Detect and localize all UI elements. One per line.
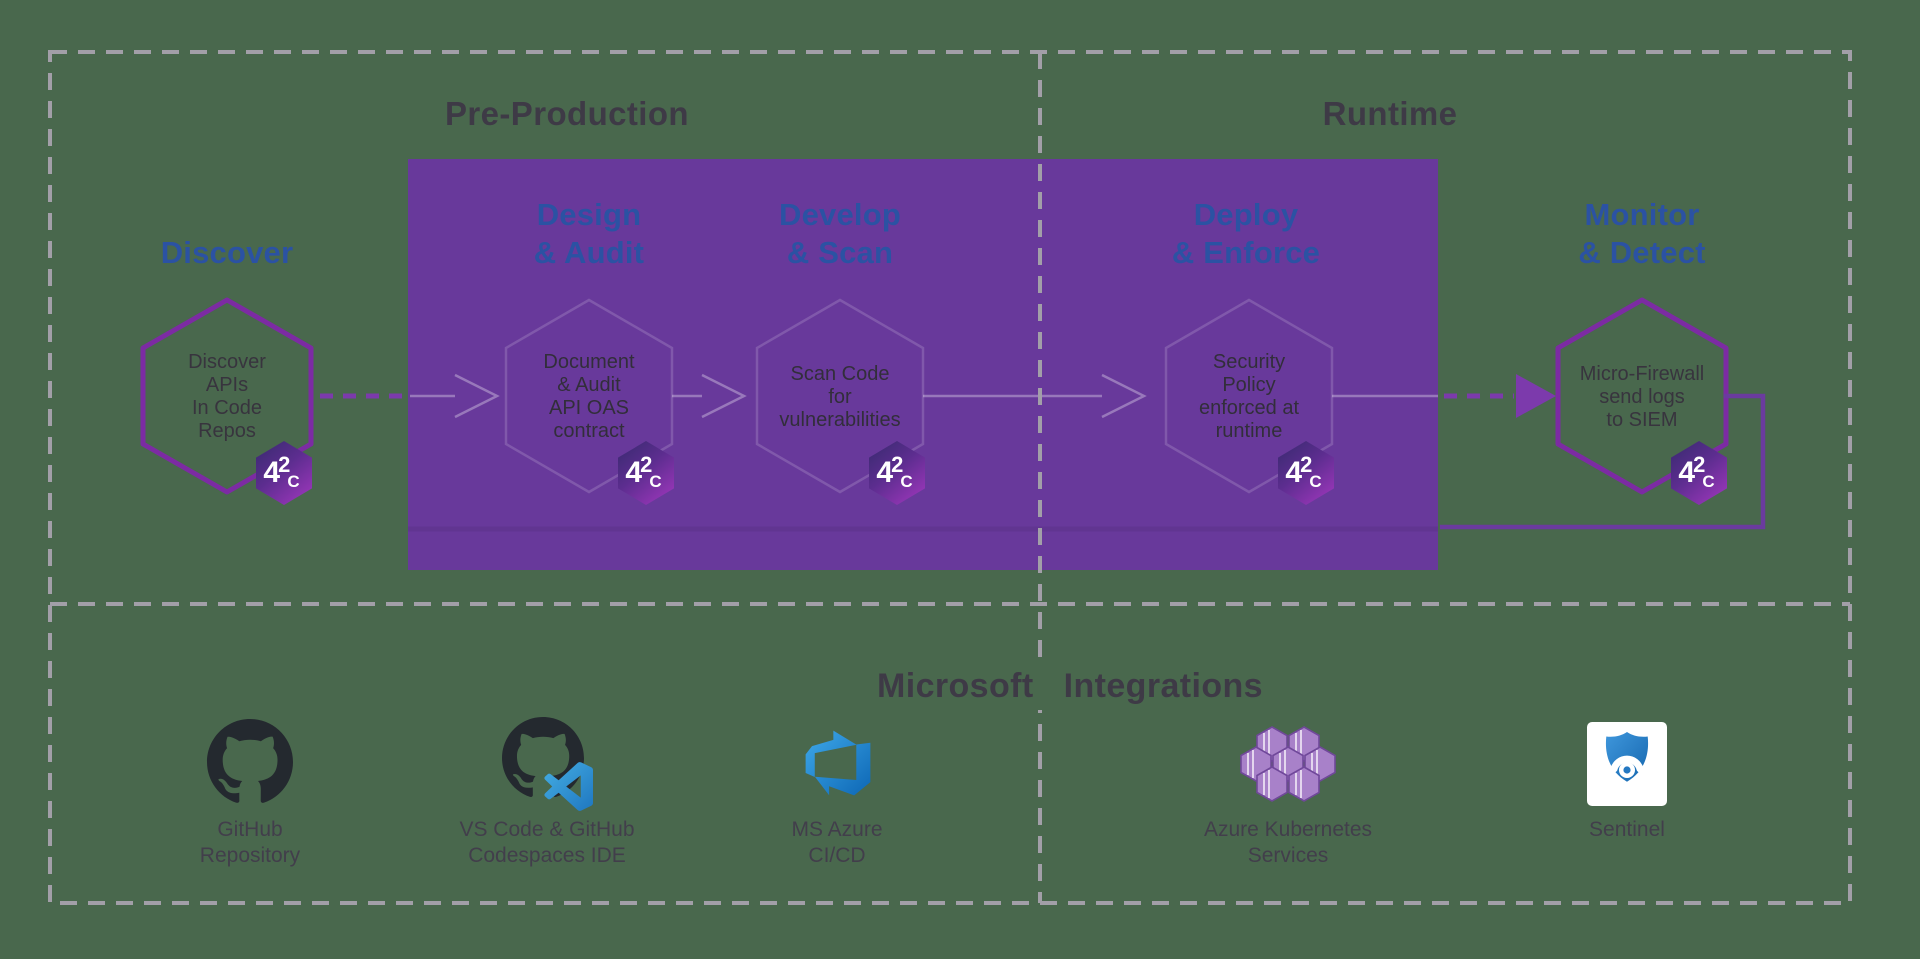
label-line: MS Azure	[791, 818, 883, 841]
phase-title-runtime: Runtime	[1322, 95, 1458, 132]
label-line: Repository	[199, 844, 301, 867]
hexagon-text-scan-code: Scan Code for vulnerabilities	[752, 336, 928, 458]
stage-title-discover: Discover	[77, 194, 377, 272]
badge-char: 2	[278, 452, 291, 477]
badge-char: 2	[1300, 452, 1313, 477]
badge-char: 4	[625, 456, 643, 489]
hex-text-line: contract	[553, 420, 625, 442]
hexagon-text-security-policy: Security Policy enforced at runtime	[1161, 336, 1337, 458]
hexagon-text-document-audit: Document & Audit API OAS contract	[501, 336, 677, 458]
badge-char: 2	[640, 452, 653, 477]
chevron-arrow-icon	[454, 373, 500, 419]
badge-char: C	[1702, 472, 1715, 491]
label-line: GitHub	[217, 818, 283, 841]
chevron-arrow-icon	[701, 373, 747, 419]
badge-char: 4	[263, 456, 281, 489]
hex-text-line: Policy	[1222, 374, 1276, 396]
in-box-connectors	[410, 373, 1438, 419]
badge-char: 2	[891, 452, 904, 477]
hex-text-line: APIs	[205, 374, 249, 396]
feedback-loop-line	[1440, 393, 1766, 530]
label-line: CI/CD	[808, 844, 866, 867]
stage-title-line: Deploy	[1193, 197, 1299, 232]
chevron-arrow-icon	[1101, 373, 1147, 419]
stage-title-line: Develop	[779, 197, 901, 232]
phase-title-pre-production: Pre-Production	[445, 95, 689, 132]
stage-title-develop-scan: Develop & Scan	[690, 194, 990, 272]
security-policy-hexagon	[1164, 298, 1334, 494]
hex-text-line: vulnerabilities	[779, 408, 901, 431]
arrowhead-icon	[1516, 374, 1556, 418]
hex-text-line: for	[828, 385, 852, 408]
integration-label-sentinel: Sentinel	[1477, 817, 1777, 843]
badge-char: C	[1309, 472, 1322, 491]
integrations-title-word: Microsoft	[877, 666, 1034, 705]
badge-char: 4	[1678, 456, 1696, 489]
stage-title-design-audit: Design & Audit	[439, 194, 739, 272]
badge-char: 2	[1693, 452, 1706, 477]
azure-devops-icon	[805, 730, 871, 796]
hex-text-line: In Code	[191, 397, 263, 419]
label-line: VS Code & GitHub	[459, 818, 635, 841]
hex-text-line: Micro-Firewall	[1579, 362, 1705, 385]
hex-text-line: Discover	[188, 351, 266, 373]
badge-char: 4	[876, 456, 894, 489]
badge-char: 4	[1285, 456, 1303, 489]
stage-title-line: & Audit	[533, 235, 645, 270]
stage-title-line: Monitor	[1584, 197, 1700, 232]
hex-text-line: Repos	[198, 420, 256, 442]
label-line: Sentinel	[1589, 818, 1665, 841]
stage-title-line: Discover	[160, 235, 294, 270]
hex-text-line: to SIEM	[1606, 408, 1678, 431]
vscode-icon	[544, 762, 593, 811]
hex-text-line: runtime	[1215, 420, 1283, 442]
hex-text-line: API OAS	[548, 397, 630, 419]
integration-label-vscode-codespaces: VS Code & GitHub Codespaces IDE	[397, 817, 697, 869]
dashed-arrow-pipeline-to-monitor	[1444, 374, 1556, 418]
outer-dashed-border	[48, 50, 1852, 905]
discover-hexagon	[140, 297, 314, 495]
label-line: Codespaces IDE	[468, 844, 626, 867]
pipeline-purple-box	[408, 159, 1438, 570]
hex-text-line: & Audit	[557, 374, 621, 396]
badge-char: C	[287, 472, 300, 491]
document-audit-hexagon	[504, 298, 674, 494]
label-line: Azure Kubernetes	[1203, 818, 1373, 841]
github-icon	[207, 719, 293, 803]
integration-label-azure-cicd: MS Azure CI/CD	[687, 817, 987, 869]
label-line: Services	[1247, 844, 1329, 867]
sentinel-icon	[1587, 722, 1667, 806]
hex-text-line: enforced at	[1198, 397, 1300, 419]
stage-title-line: & Enforce	[1171, 235, 1321, 270]
hexagon-text-micro-firewall: Micro-Firewall send logs to SIEM	[1554, 336, 1730, 458]
hex-text-line: Scan Code	[790, 362, 890, 385]
hex-text-line: send logs	[1599, 385, 1685, 408]
hex-text-line: Document	[543, 351, 635, 373]
integrations-title-word: Integrations	[1063, 666, 1263, 705]
stage-title-monitor-detect: Monitor & Detect	[1492, 194, 1792, 272]
stage-title-line: & Scan	[786, 235, 894, 270]
stage-title-line: & Detect	[1578, 235, 1706, 270]
hexagon-text-discover: Discover APIs In Code Repos	[139, 336, 315, 458]
integrations-section-title: Microsoft Integrations	[790, 662, 1350, 710]
integration-label-aks: Azure Kubernetes Services	[1138, 817, 1438, 869]
micro-firewall-hexagon	[1555, 297, 1729, 495]
aks-icon	[1240, 726, 1336, 802]
stage-title-deploy-enforce: Deploy & Enforce	[1096, 194, 1396, 272]
badge-char: C	[900, 472, 913, 491]
hex-text-line: Security	[1212, 351, 1286, 373]
scan-code-hexagon	[755, 298, 925, 494]
badge-char: C	[649, 472, 662, 491]
stage-title-line: Design	[536, 197, 642, 232]
integration-label-github: GitHub Repository	[100, 817, 400, 869]
